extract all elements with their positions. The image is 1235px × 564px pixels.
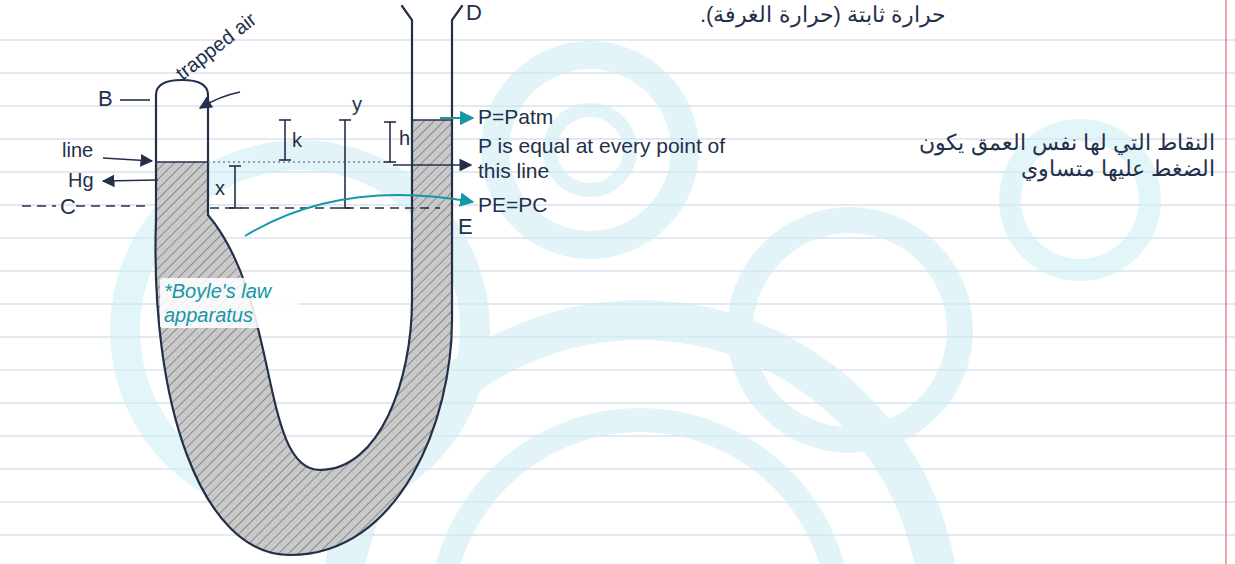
dimension-label: h [399,126,410,150]
teal-arrows [245,118,473,236]
reference-line [22,206,440,208]
callout-label: Hg [68,168,94,192]
point-label: D [466,0,482,26]
point-label: B [98,86,113,112]
point-label: E [458,214,473,240]
pressure-label: P=Patm [478,104,553,129]
glass-tube [156,6,462,555]
callout-label: trapped air [171,7,261,85]
dimension-label: k [292,128,302,152]
dimension-label: x [215,176,225,200]
note-text: النقاط التي لها نفس العمق يكون الضغط علي… [915,130,1215,183]
leader-lines [103,92,471,181]
dimension-label: y [352,92,362,116]
point-label: C [60,194,76,220]
mercury-column [156,120,452,555]
caption-note: *Boyle's law apparatus [160,278,298,328]
callout-label: line [62,138,93,162]
dimension-brackets [229,120,396,208]
heading-note: حرارة ثابتة (حرارة الغرفة). [700,2,946,28]
note-text: P is equal at every point of this line [478,133,743,183]
notebook-lines [0,40,1235,535]
level-marks [156,120,452,162]
pressure-label: PE=PC [478,192,547,217]
margin-line [1225,0,1227,564]
